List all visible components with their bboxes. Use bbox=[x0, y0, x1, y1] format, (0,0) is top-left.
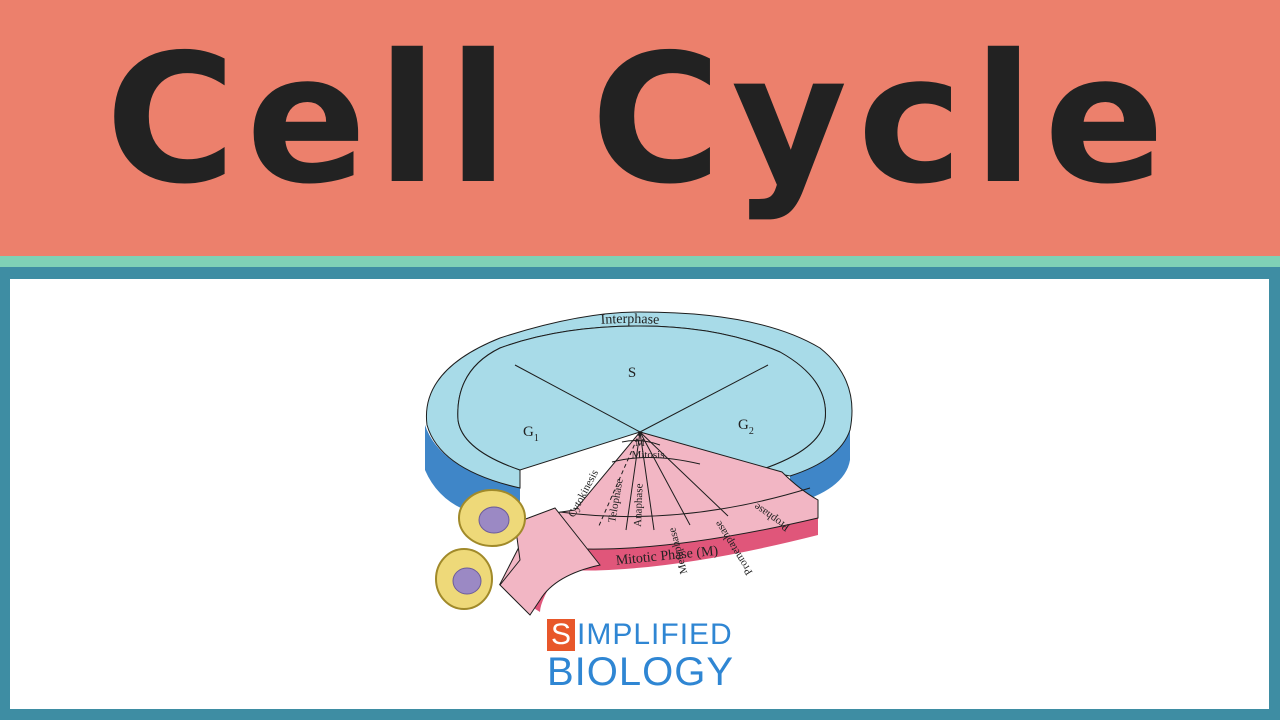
phase-g2-label: G2 bbox=[738, 417, 754, 437]
logo-word-simplified: IMPLIFIED bbox=[577, 618, 733, 651]
logo-word-biology: BIOLOGY bbox=[547, 650, 735, 694]
phase-m-label: M bbox=[635, 437, 645, 449]
divider-g1-s bbox=[514, 364, 641, 433]
stage-outer-arc bbox=[559, 487, 811, 518]
interphase-disc-side-right bbox=[790, 430, 850, 505]
mitotic-wedge-side bbox=[505, 518, 818, 612]
cell-cycle-diagram: Interphase S G1 G2 M Mitosis Cytokinesis… bbox=[425, 311, 853, 616]
stage-anaphase: Anaphase bbox=[632, 483, 646, 527]
divider-s-g2 bbox=[639, 364, 769, 433]
logo-initial: S bbox=[547, 619, 576, 651]
stage-divider-2 bbox=[625, 431, 641, 531]
content-panel: Interphase S G1 G2 M Mitosis Cytokinesis… bbox=[10, 279, 1269, 709]
page-title: Cell Cycle bbox=[105, 16, 1175, 223]
daughter-cell-lower bbox=[435, 548, 493, 610]
stage-divider-3 bbox=[639, 431, 655, 531]
phase-g1-label: G1 bbox=[523, 424, 539, 444]
divider-stripe bbox=[0, 256, 1280, 267]
stage-divider-4 bbox=[639, 431, 691, 526]
stage-divider-1 bbox=[597, 431, 641, 529]
title-banner bbox=[0, 0, 1280, 256]
phase-s-label: S bbox=[628, 365, 636, 381]
mitosis-label: Mitosis bbox=[631, 449, 664, 461]
mitosis-arc bbox=[611, 457, 701, 465]
interphase-label: Interphase bbox=[600, 312, 660, 328]
stage-divider-5 bbox=[639, 431, 729, 517]
interphase-inner bbox=[457, 325, 826, 471]
daughter-cell-upper bbox=[458, 489, 526, 547]
m-small-arc bbox=[621, 440, 661, 446]
mitotic-arrow-head bbox=[499, 507, 601, 616]
